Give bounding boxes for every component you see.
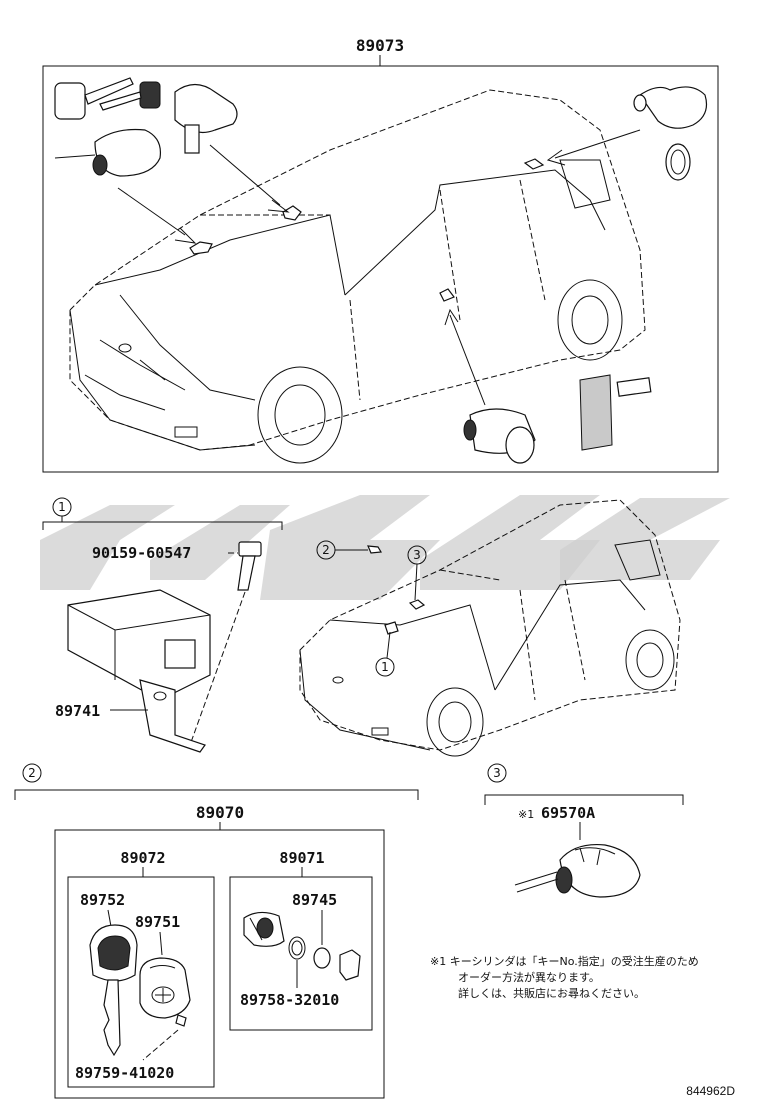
battery-part bbox=[313, 947, 331, 969]
screw-89759-41020-label: 89759-41020 bbox=[75, 1064, 174, 1082]
cylinder-part bbox=[514, 843, 641, 898]
section3-bracket bbox=[484, 794, 684, 805]
callout-3-number: 3 bbox=[493, 766, 501, 780]
callout-circle-3 bbox=[487, 763, 507, 783]
top-car-illustration bbox=[69, 89, 646, 464]
callout-2-number: 2 bbox=[28, 766, 36, 780]
cylinder-note-marker: ※1 bbox=[518, 808, 534, 821]
assembly-89070-frame bbox=[54, 829, 385, 1099]
section2-bracket bbox=[14, 789, 419, 800]
bolt-part bbox=[237, 541, 262, 591]
transmitter-part bbox=[139, 957, 191, 1019]
ecu-89741-label: 89741 bbox=[55, 702, 100, 720]
note-line-1: ※1 キーシリンダは「キーNo.指定」の受注生産のため bbox=[430, 954, 699, 968]
top-arrows bbox=[117, 129, 641, 406]
screw-part bbox=[175, 1014, 187, 1027]
group-89072-label: 89072 bbox=[120, 849, 165, 867]
housing-part bbox=[243, 911, 285, 947]
transmitter-89751-label: 89751 bbox=[135, 913, 180, 931]
drawing-code: 844962D bbox=[686, 1084, 735, 1098]
second-car-illustration bbox=[299, 499, 681, 757]
ecu-89741-part bbox=[67, 589, 211, 753]
callout-circle-1-car bbox=[375, 657, 395, 677]
group-89072-frame bbox=[67, 876, 215, 1088]
callout-1-car-number: 1 bbox=[381, 660, 389, 674]
callout-3-car-number: 3 bbox=[413, 548, 421, 562]
bolt-90159-60547-label: 90159-60547 bbox=[92, 544, 191, 562]
assembly-89073-label: 89073 bbox=[356, 36, 404, 55]
note-line-2: オーダー方法が異なります。 bbox=[458, 970, 600, 984]
key-blank-part bbox=[89, 924, 138, 1057]
section1-bracket bbox=[42, 521, 283, 530]
cylinder-69570A-label: 69570A bbox=[541, 804, 595, 822]
group-89071-frame bbox=[229, 876, 373, 1031]
callout-2-car-number: 2 bbox=[322, 543, 330, 557]
assembly-89070-label: 89070 bbox=[196, 803, 244, 822]
housing-89745-label: 89745 bbox=[292, 891, 337, 909]
cover-part bbox=[339, 949, 361, 981]
watermark-logo bbox=[40, 495, 730, 600]
key-blank-89752-label: 89752 bbox=[80, 891, 125, 909]
top-parts-illustration bbox=[54, 77, 708, 464]
oring-89758-32010-label: 89758-32010 bbox=[240, 991, 339, 1009]
callout-circle-2 bbox=[22, 763, 42, 783]
top-assembly-frame bbox=[42, 65, 719, 473]
callout-1-number: 1 bbox=[58, 500, 66, 514]
note-line-3: 詳しくは、共販店にお尋ねください。 bbox=[458, 986, 645, 1000]
oring-part bbox=[288, 936, 306, 960]
group-89071-label: 89071 bbox=[279, 849, 324, 867]
key-pointer-part bbox=[367, 545, 383, 554]
